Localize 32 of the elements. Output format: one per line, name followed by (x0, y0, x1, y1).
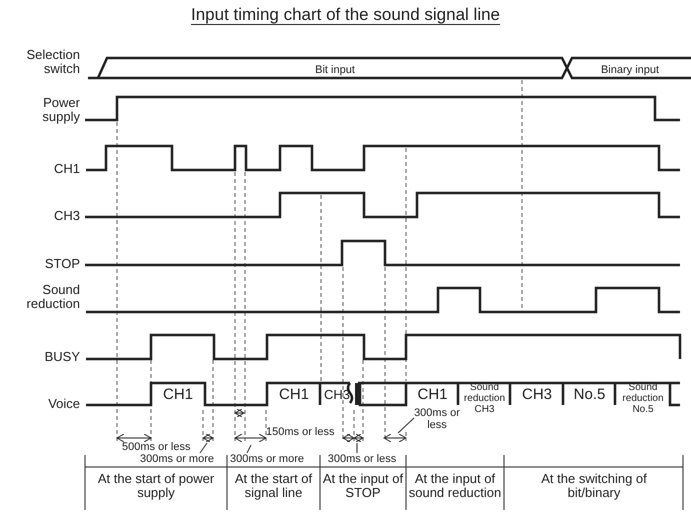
voice-segment-label: CH1 (416, 387, 448, 404)
signal-name: Selection switch (26, 48, 80, 77)
timing-note: 500ms or less (122, 441, 192, 454)
leader-line (200, 442, 208, 454)
voice-segment-label: CH1 (162, 387, 194, 404)
voice-segment-label: CH3 (520, 387, 553, 404)
signal-name: Sound reduction (26, 283, 80, 312)
timing-note: 150ms or less (266, 426, 336, 438)
leader-line (398, 418, 414, 434)
signal-name: CH3 (52, 209, 80, 224)
signal-name: Power supply (41, 96, 80, 125)
signal-name: CH1 (52, 162, 80, 176)
leader-line (246, 444, 252, 454)
bus-state-label: Bit input (314, 64, 356, 76)
signal-name: BUSY (44, 350, 80, 364)
bus-state-label: Binary input (600, 64, 660, 76)
section-label: At the input of STOP (322, 472, 404, 501)
leader-line (356, 442, 358, 454)
voice-segment-label: No.5 (572, 387, 606, 404)
voice-segment-label: CH3 (322, 388, 351, 402)
timing-note: 300ms or less (413, 407, 461, 432)
section-label: At the input of sound reduction (408, 472, 502, 501)
timing-note: 300ms or more (230, 453, 304, 466)
signal-name: STOP (44, 257, 80, 272)
timing-note: 300ms or more (140, 453, 214, 466)
chart-title: Input timing chart of the sound signal line (190, 6, 502, 25)
section-label: At the switching of bit/binary (540, 472, 648, 501)
signal-name: Voice (47, 397, 80, 412)
section-label: At the start of signal line (234, 472, 314, 501)
voice-segment-label: CH1 (278, 387, 310, 404)
section-label: At the start of power supply (97, 472, 215, 501)
timing-note: 300ms or less (323, 453, 401, 466)
